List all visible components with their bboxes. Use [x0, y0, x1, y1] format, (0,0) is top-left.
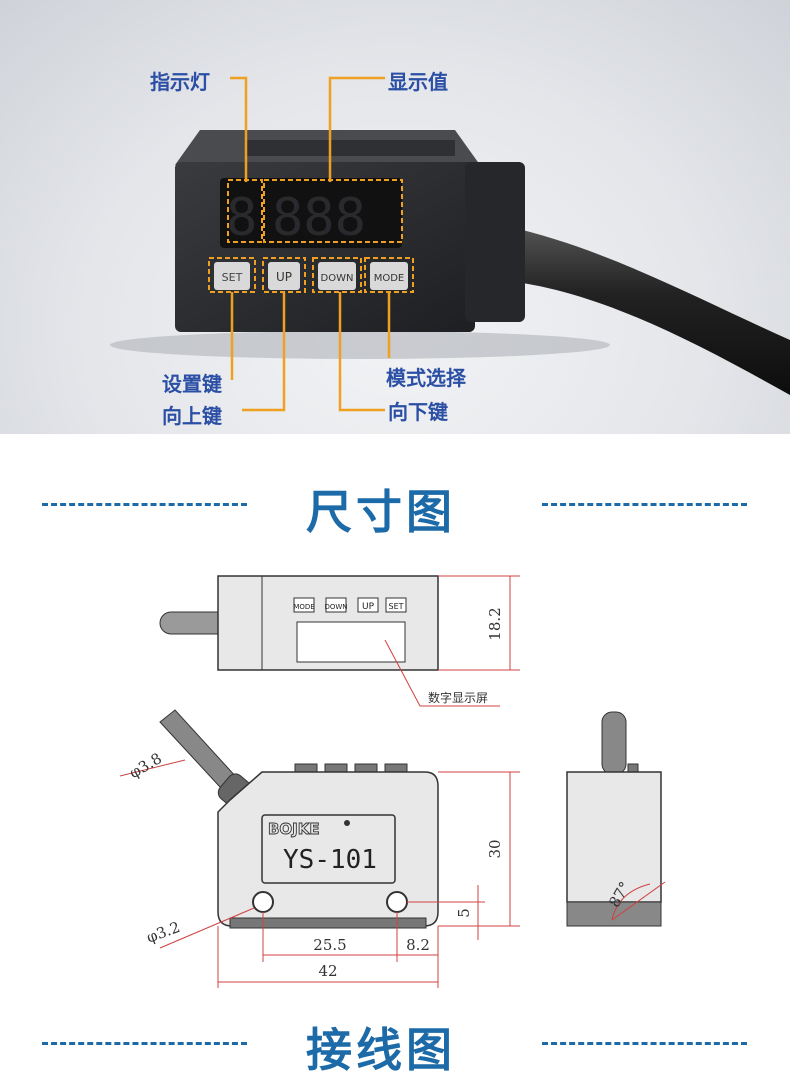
product-photo: 888 8 SET UP DOWN MODE	[0, 0, 790, 434]
callout-set-key: 设置键	[162, 372, 222, 396]
top-view: MODE DOWN UP SET 18.2 数字显示屏	[159, 575, 520, 707]
device-button-set-label: SET	[222, 271, 243, 284]
dim-hole-edge: 8.2	[406, 936, 430, 954]
svg-text:888: 888	[272, 188, 366, 248]
section-title-dimensions: 尺寸图	[306, 485, 456, 539]
dim-width: 42	[318, 962, 337, 980]
dim-height-top: 18.2	[486, 607, 504, 640]
title-divider-right	[542, 503, 747, 506]
top-key-up: UP	[362, 602, 375, 612]
front-view: BOJKE YS-101 φ3.8 φ3.2 30 5 25.5 8.2 42	[119, 709, 520, 988]
device-button-mode: MODE	[364, 257, 414, 293]
section-title-wiring: 接线图	[306, 1023, 456, 1077]
top-key-mode: MODE	[293, 603, 314, 611]
display-label: 数字显示屏	[428, 690, 488, 705]
top-key-down: DOWN	[324, 603, 347, 611]
device-button-set: SET	[208, 257, 256, 293]
callout-down-key: 向下键	[388, 400, 448, 424]
dim-cable-dia: φ3.8	[126, 749, 165, 782]
dim-height: 30	[486, 839, 504, 858]
callout-up-key: 向上键	[162, 404, 222, 428]
dim-hole-dia: φ3.2	[144, 918, 182, 947]
device-button-mode-label: MODE	[374, 273, 405, 284]
model-label: YS-101	[283, 845, 377, 875]
callout-mode-select: 模式选择	[386, 366, 466, 390]
wiring-divider-left	[42, 1042, 247, 1045]
device-button-down-label: DOWN	[321, 273, 354, 284]
device-button-up-label: UP	[276, 270, 292, 284]
callout-indicator: 指示灯	[150, 70, 210, 94]
title-divider-left	[42, 503, 247, 506]
wiring-divider-right	[542, 1042, 747, 1045]
dim-hole-spacing: 25.5	[313, 936, 346, 954]
sensor-photo-illustration: 888 8 SET UP DOWN MODE	[110, 76, 790, 412]
callout-display-value: 显示值	[388, 70, 448, 94]
dim-hole-offset: 5	[455, 908, 473, 918]
brand-logo: BOJKE	[268, 820, 320, 838]
side-view: 87°	[566, 711, 666, 927]
svg-text:8: 8	[226, 188, 257, 248]
dimension-drawing: MODE DOWN UP SET 18.2 数字显示屏 BOJKE YS-101	[119, 575, 666, 988]
device-button-down: DOWN	[312, 257, 362, 293]
device-button-up: UP	[262, 257, 306, 293]
top-key-set: SET	[388, 602, 403, 611]
